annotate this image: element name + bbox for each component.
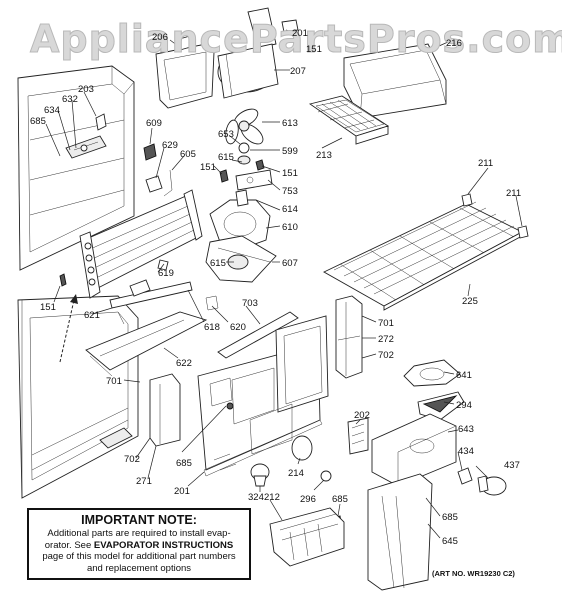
screw-151-left [59,273,67,287]
part-label: 201 [292,28,308,39]
part-label: 296 [300,494,316,505]
part-label: 629 [162,140,178,151]
crisper-cover-641 [403,359,461,387]
fridge-cabinet [17,65,139,499]
part-label: 703 [242,298,258,309]
part-label: 201 [174,486,190,497]
part-label: 641 [456,370,472,381]
ice-tray [308,95,390,145]
part-label: 206 [152,32,168,43]
part-label: 607 [282,258,298,269]
light-assembly [65,113,107,159]
motor-bracket-607 [205,235,277,283]
part-label: 622 [176,358,192,369]
part-label: 216 [446,38,462,49]
art-number: (ART NO. WR19230 C2) [432,569,515,578]
part-label: 434 [458,446,474,457]
part-label: 203 [78,84,94,95]
part-label: 632 [62,94,78,105]
crisper-294 [417,391,465,421]
part-label: 211 [478,158,493,169]
part-label: 214 [288,468,304,479]
part-label: 645 [442,536,458,547]
note-line-prefix: orator. See [44,539,94,551]
duct-cover-703 [217,311,299,359]
part-label: 613 [282,118,298,129]
part-label: 294 [456,400,472,411]
part-label: 151 [40,302,56,313]
socket-434 [457,467,473,485]
part-label: 614 [282,204,298,215]
part-label: 701 [378,318,394,329]
part-label: 211 [506,188,521,199]
grille-202 [347,417,369,455]
part-label: 615 [210,258,226,269]
part-label: 618 [204,322,220,333]
light-channel [85,279,219,377]
part-label: 207 [290,66,306,77]
part-label: 653 [218,129,234,140]
part-label: 272 [378,334,394,345]
part-label: 151 [200,162,216,173]
part-number-labels: 206 201 151 207 216 203 632 634 685 609 … [30,28,521,547]
part-label: 615 [218,152,234,163]
clip-296 [320,470,332,482]
part-label: 610 [282,222,298,233]
motor-parts [219,142,273,191]
cap-324 [250,463,270,487]
wire-shelf [323,201,523,311]
part-label: 685 [332,494,348,505]
part-label: 702 [378,350,394,361]
part-label: 685 [30,116,46,127]
part-label: 151 [306,44,322,55]
note-line: Additional parts are required to install… [47,528,231,539]
air-tower-701 [335,295,363,379]
part-label: 753 [282,186,298,197]
part-label: 634 [44,105,60,116]
part-label: 437 [504,460,520,471]
housing-643 [371,413,457,487]
part-label: 620 [230,322,246,333]
part-label: 213 [316,150,332,161]
part-label: 271 [136,476,152,487]
part-label: 619 [158,268,174,279]
leader-lines [45,29,523,539]
part-label: 599 [282,146,298,157]
fan-duct [155,7,299,109]
evaporator-coil [79,189,203,299]
watermark: AppliancePartsPros.com [30,17,562,61]
bulb-437 [477,475,507,496]
part-label: 643 [458,424,474,435]
ice-bucket [343,43,447,119]
assembly-arrow [59,294,78,363]
part-label: 685 [442,512,458,523]
part-label: 324 [248,492,264,503]
evaporator-instructions-link[interactable]: EVAPORATOR INSTRUCTIONS [93,539,234,551]
important-note: IMPORTANT NOTE: Additional parts are req… [27,508,251,580]
part-label: 225 [462,296,478,307]
light-lens-271 [149,373,181,447]
part-label: 701 [106,376,122,387]
knob-214 [291,435,313,461]
part-label: 621 [84,310,100,321]
part-label: 685 [176,458,192,469]
note-line: and replacement options [86,562,192,574]
part-label: 212 [264,492,280,503]
shelf-rails [461,193,529,239]
part-label: 702 [124,454,140,465]
fan-blade [225,108,264,145]
part-label: 202 [354,410,370,421]
rear-panel [197,315,329,477]
part-label: 609 [146,118,162,129]
cover-645 [367,473,433,591]
part-label: 151 [282,168,298,179]
note-title: IMPORTANT NOTE: [81,513,197,527]
part-label: 605 [180,149,196,160]
note-line: orator. See EVAPORATOR INSTRUCTIONS [29,540,249,552]
grille-212 [269,507,345,567]
note-line: page of this model for additional part n… [42,551,236,562]
